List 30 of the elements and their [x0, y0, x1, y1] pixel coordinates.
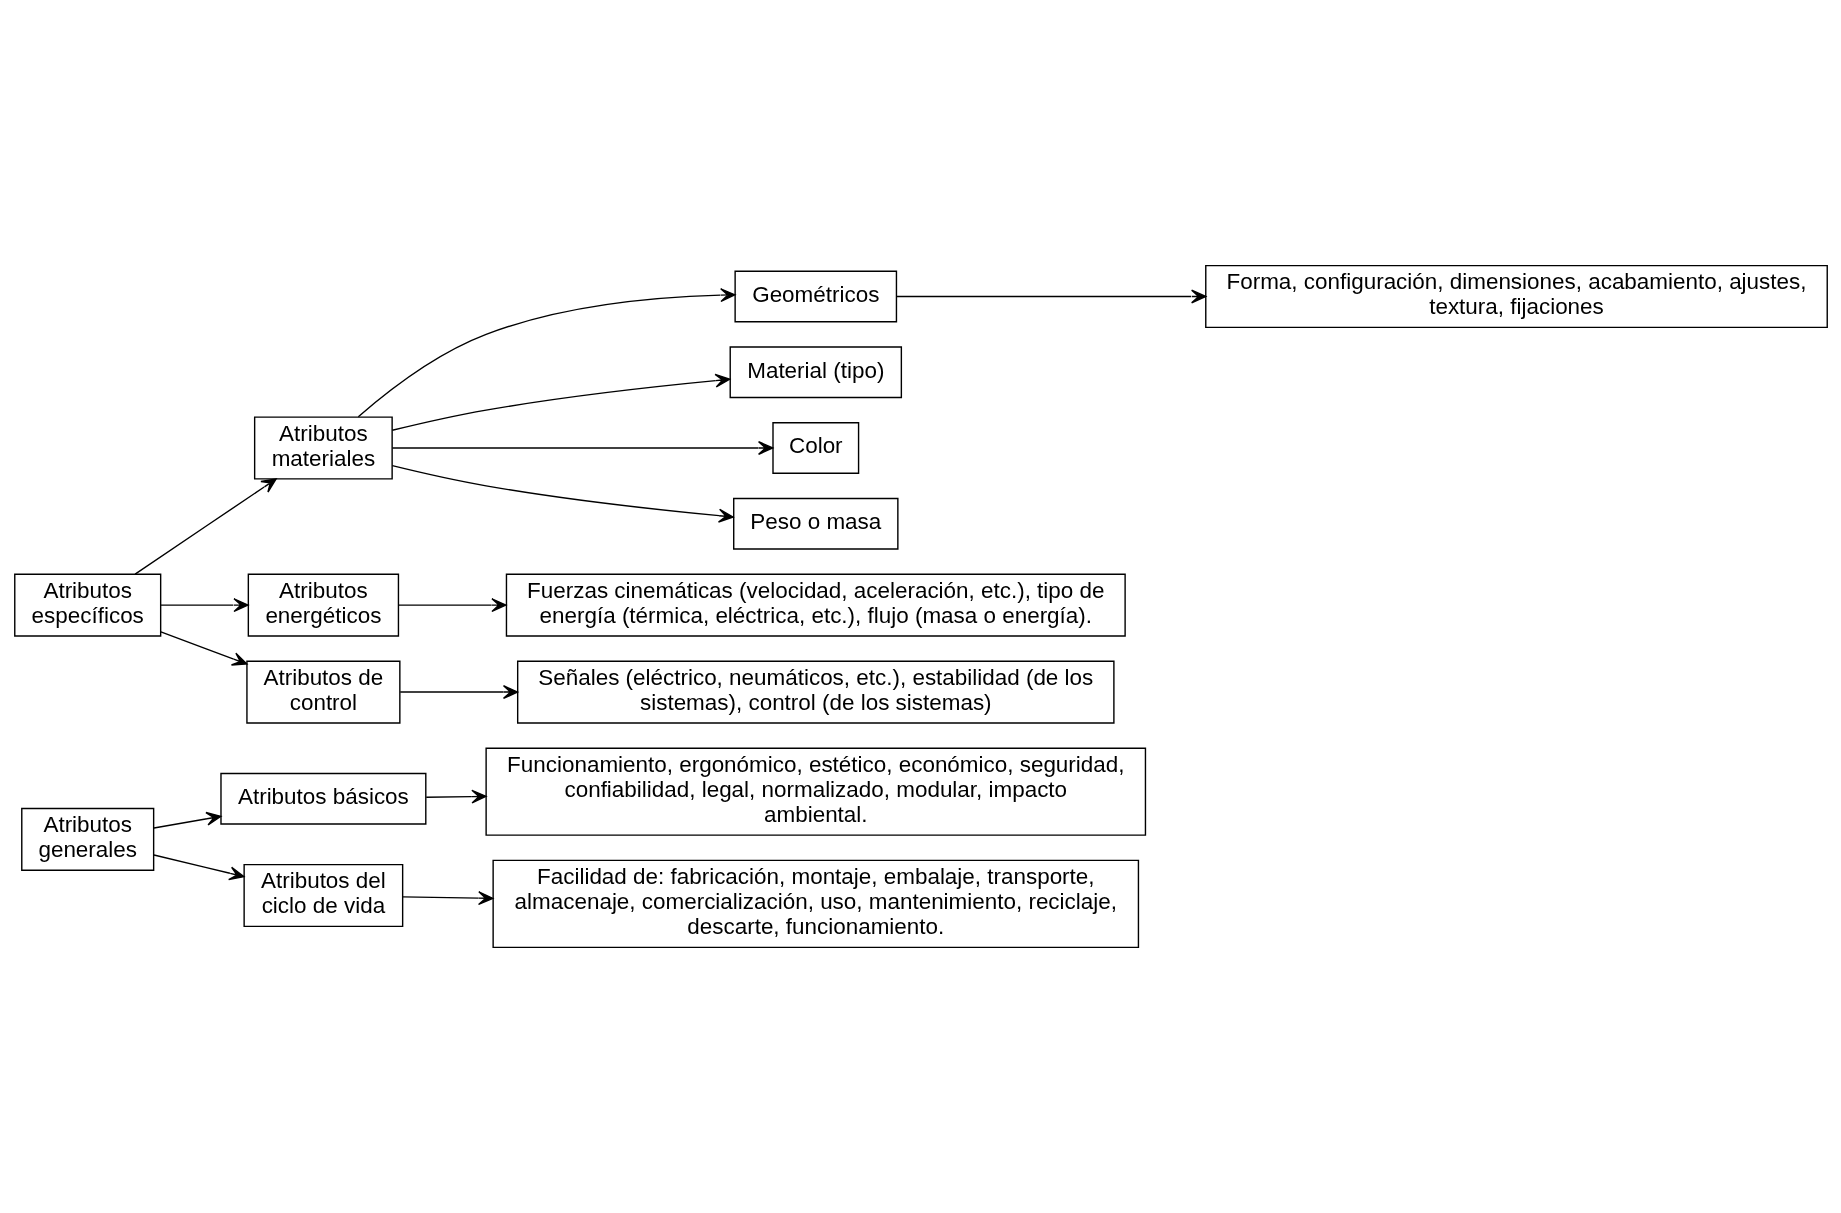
node-box: Peso o masa	[732, 497, 899, 550]
arrow	[399, 685, 518, 700]
arrow	[152, 854, 244, 881]
arrow	[391, 464, 734, 523]
arrow	[401, 891, 493, 906]
arrow	[391, 440, 773, 455]
node-box: Atributos energéticos	[247, 573, 399, 637]
arrow	[152, 811, 222, 829]
arrow	[357, 288, 736, 418]
node-box: Material (tipo)	[729, 346, 902, 399]
node-box: Atributos específicos	[13, 573, 161, 637]
node-box: Atributos del ciclo de vida	[242, 863, 403, 928]
arrow	[391, 373, 730, 431]
arrow	[397, 598, 507, 613]
arrow	[133, 478, 277, 575]
arrow	[159, 598, 249, 613]
arrow	[425, 789, 487, 804]
node-box: Geométricos	[733, 270, 897, 323]
node-box: Atributos básicos	[219, 772, 426, 825]
node-box: Color	[771, 422, 859, 474]
node-box: Atributos materiales	[253, 416, 393, 480]
node-box: Forma, configuración, dimensiones, acabamiento, ajustes, textura, fijaciones	[1204, 264, 1828, 329]
node-box: Atributos de control	[245, 660, 401, 724]
arrow	[895, 289, 1206, 304]
node-box: Funcionamiento, ergonómico, estético, económico, seguridad, confiabilidad, legal, normalizado, modular, impacto ambiental.	[484, 747, 1146, 836]
node-box: Atributos generales	[20, 807, 154, 871]
node-box: Fuerzas cinemáticas (velocidad, aceleración, etc.), tipo de energía (térmica, eléctrica, etc.), flujo (masa o energía).	[505, 573, 1126, 637]
node-box: Facilidad de: fabricación, montaje, embalaje, transporte, almacenaje, comercialización, uso, mantenimiento, reciclaje, descarte, funcionamiento.	[491, 859, 1139, 949]
node-box: Señales (eléctrico, neumáticos, etc.), estabilidad (de los sistemas), control (de los sistemas)	[516, 660, 1115, 724]
arrow	[159, 631, 248, 666]
